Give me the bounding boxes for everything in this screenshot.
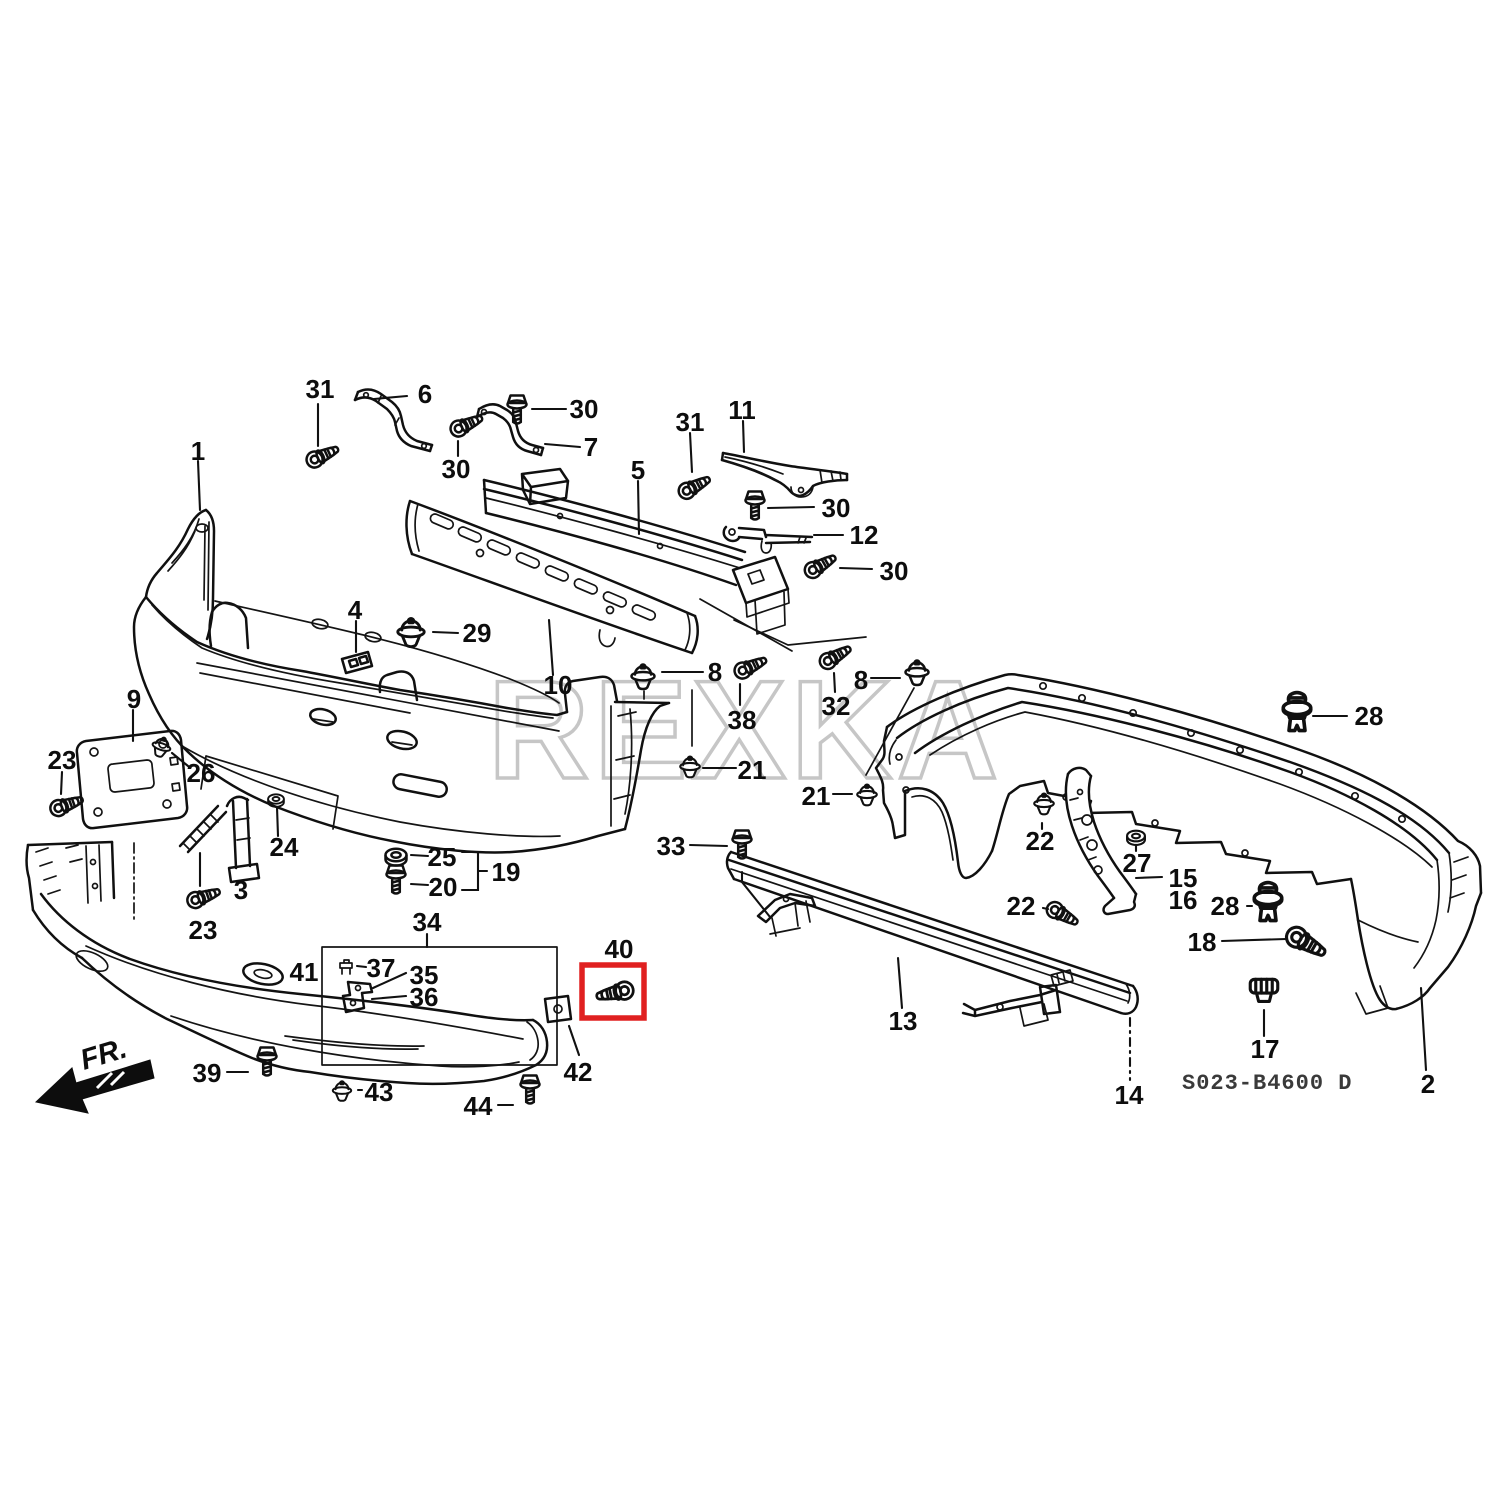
svg-text:32: 32 [822,691,851,721]
svg-text:44: 44 [464,1091,493,1121]
svg-text:30: 30 [822,493,851,523]
svg-text:43: 43 [365,1077,394,1107]
svg-text:27: 27 [1123,848,1152,878]
svg-text:21: 21 [738,755,767,785]
svg-text:22: 22 [1007,891,1036,921]
svg-text:36: 36 [410,982,439,1012]
svg-text:8: 8 [708,657,722,687]
svg-text:19: 19 [492,857,521,887]
svg-text:30: 30 [570,394,599,424]
svg-text:38: 38 [728,705,757,735]
svg-text:6: 6 [418,379,432,409]
svg-text:17: 17 [1251,1034,1280,1064]
svg-text:33: 33 [657,831,686,861]
svg-text:34: 34 [413,907,442,937]
svg-text:29: 29 [463,618,492,648]
svg-text:15: 15 [1169,863,1198,893]
svg-text:14: 14 [1115,1080,1144,1110]
svg-text:10: 10 [544,670,573,700]
svg-text:24: 24 [270,832,299,862]
svg-text:31: 31 [676,407,705,437]
svg-text:20: 20 [429,872,458,902]
svg-text:8: 8 [854,665,868,695]
svg-text:4: 4 [348,595,363,625]
svg-text:25: 25 [428,842,457,872]
svg-text:28: 28 [1355,701,1384,731]
svg-text:12: 12 [850,520,879,550]
svg-text:S023-B4600 D: S023-B4600 D [1182,1071,1352,1096]
svg-text:11: 11 [728,395,756,425]
svg-text:5: 5 [631,455,645,485]
svg-text:23: 23 [48,745,77,775]
svg-text:31: 31 [306,374,335,404]
svg-text:28: 28 [1211,891,1240,921]
svg-text:16: 16 [1169,885,1198,915]
svg-text:3: 3 [234,875,248,905]
svg-text:13: 13 [889,1006,918,1036]
svg-text:42: 42 [564,1057,593,1087]
svg-text:41: 41 [290,957,319,987]
svg-text:2: 2 [1421,1069,1435,1099]
svg-text:35: 35 [410,960,439,990]
svg-text:9: 9 [127,684,141,714]
svg-text:1: 1 [191,436,205,466]
svg-text:23: 23 [189,915,218,945]
svg-text:30: 30 [442,454,471,484]
svg-text:18: 18 [1188,927,1217,957]
svg-text:40: 40 [605,934,634,964]
svg-text:21: 21 [802,781,831,811]
svg-text:22: 22 [1026,826,1055,856]
svg-text:30: 30 [880,556,909,586]
svg-text:7: 7 [584,432,598,462]
svg-text:26: 26 [187,758,216,788]
svg-text:39: 39 [193,1058,222,1088]
svg-text:37: 37 [367,953,396,983]
